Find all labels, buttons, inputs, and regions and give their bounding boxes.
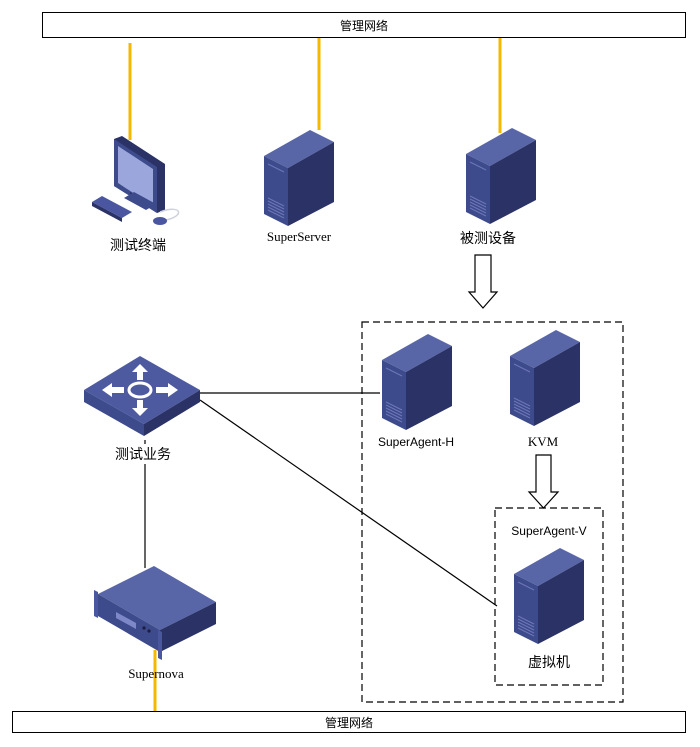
superserver-label: SuperServer (266, 229, 332, 244)
rack-appliance-icon[interactable] (92, 566, 218, 660)
switch-icon[interactable] (82, 354, 202, 438)
dut-label: 被测设备 (460, 231, 516, 247)
tower-server-icon[interactable] (262, 128, 336, 226)
tower-server-icon[interactable] (464, 126, 538, 224)
tower-server-icon[interactable] (508, 328, 582, 426)
top-management-network-bar: 管理网络 (42, 12, 686, 38)
tower-server-icon[interactable] (380, 332, 454, 430)
bottom-management-network-bar: 管理网络 (12, 711, 686, 733)
agent-group-box (361, 321, 624, 703)
bottom-management-network-label: 管理网络 (324, 715, 373, 730)
arrow-down-icon (527, 454, 560, 509)
kvm-label: KVM (527, 434, 559, 449)
top-management-network-label: 管理网络 (339, 18, 388, 33)
vm-label: 虚拟机 (528, 655, 570, 671)
superagent-h-label: SuperAgent-H (377, 435, 455, 449)
test-service-label: 测试业务 (115, 444, 171, 464)
arrow-down-icon (467, 254, 499, 309)
desktop-pc-icon[interactable] (90, 134, 185, 230)
supernova-label: Supernova (128, 666, 184, 681)
link-switch-vm (199, 399, 498, 607)
superagent-v-label: SuperAgent-V (511, 524, 587, 538)
tower-server-icon[interactable] (512, 546, 586, 644)
test-terminal-label: 测试终端 (110, 238, 166, 254)
